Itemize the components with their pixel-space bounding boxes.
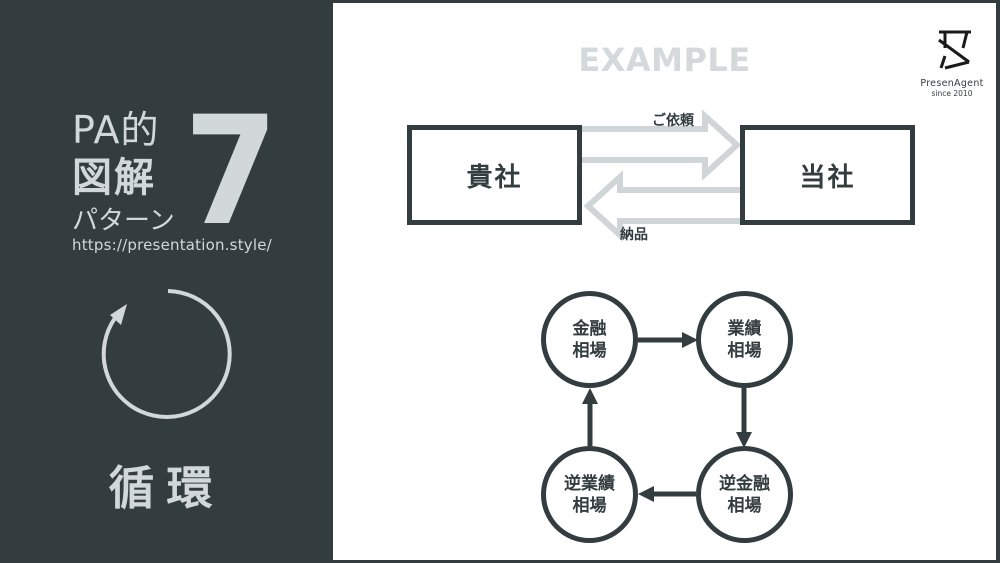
- node-label-line2: 相場: [727, 340, 762, 361]
- cycle-connectors: [582, 332, 752, 502]
- cycle-node-reverse-earnings-market: 逆業績相場: [541, 446, 638, 543]
- site-url: https://presentation.style/: [72, 236, 272, 254]
- presenagent-logo: PresenAgent since 2010: [917, 26, 987, 98]
- pattern-number: 7: [184, 85, 278, 259]
- cycle-arrow-icon: [96, 282, 241, 431]
- request-label: ご依頼: [652, 113, 694, 129]
- delivery-label: 納品: [620, 227, 648, 243]
- title-line-1: PA的: [72, 108, 160, 152]
- arrow-up-icon: [582, 388, 598, 404]
- presenagent-logo-icon: [938, 30, 971, 70]
- our-company-box: 当社: [740, 125, 915, 225]
- node-label-line1: 金融: [572, 318, 607, 339]
- node-label-line1: 逆金融: [719, 473, 770, 494]
- logo-name: PresenAgent: [920, 78, 984, 89]
- cycle-node-financial-market: 金融相場: [541, 291, 638, 388]
- node-label-line2: 相場: [727, 495, 762, 516]
- node-label-line1: 逆業績: [564, 473, 615, 494]
- title-line-3: パターン: [72, 206, 175, 236]
- arrow-down-icon: [736, 432, 752, 448]
- cycle-node-reverse-financial-market: 逆金融相場: [696, 446, 793, 543]
- title-line-2: 図解: [72, 155, 156, 201]
- logo-since: since 2010: [931, 89, 973, 98]
- our-company-label: 当社: [799, 162, 856, 193]
- node-label-line2: 相場: [572, 340, 607, 361]
- sidebar: PA的 図解 パターン 7 https://presentation.style…: [0, 0, 333, 563]
- request-arrow-icon: [581, 109, 742, 181]
- pattern-name: 循環: [108, 461, 225, 515]
- cycle-node-earnings-market: 業績相場: [696, 291, 793, 388]
- example-heading: EXAMPLE: [578, 41, 751, 79]
- node-label-line2: 相場: [572, 495, 607, 516]
- delivery-arrow-icon: [583, 170, 742, 242]
- arrow-right-icon: [682, 332, 698, 348]
- example-panel: EXAMPLE: [333, 3, 996, 560]
- client-company-label: 貴社: [466, 162, 523, 193]
- client-company-box: 貴社: [407, 125, 582, 225]
- arrow-left-icon: [638, 486, 654, 502]
- node-label-line1: 業績: [727, 318, 762, 339]
